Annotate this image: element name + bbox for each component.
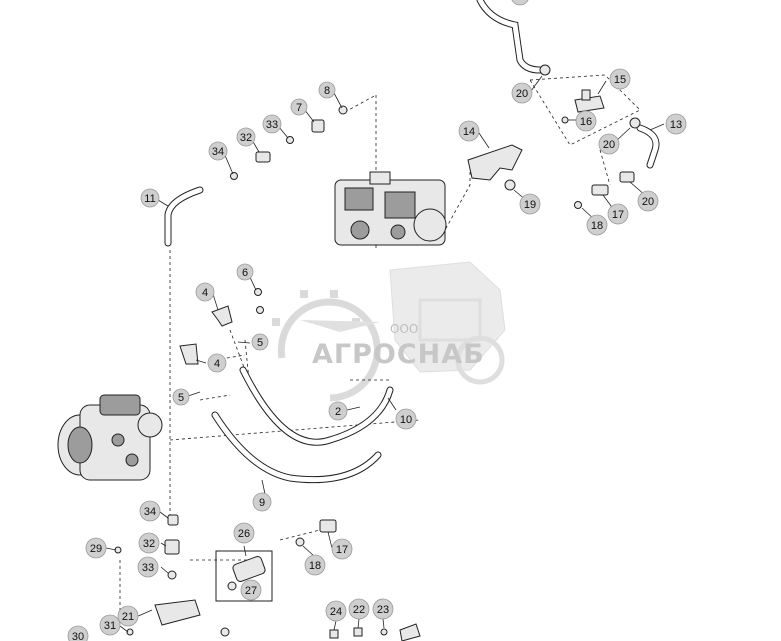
- svg-text:8: 8: [324, 85, 330, 97]
- callout-18-top: 18: [586, 214, 608, 236]
- callout-33-bottom: 33: [137, 556, 159, 578]
- svg-text:13: 13: [670, 119, 682, 131]
- callout-7: 7: [290, 98, 308, 116]
- callout-4-top: 4: [195, 282, 215, 302]
- callout-11: 11: [140, 188, 160, 208]
- hose-11: [164, 186, 204, 247]
- callout-4-bottom: 4: [207, 353, 227, 373]
- svg-text:16: 16: [580, 116, 592, 128]
- callout-10: 10: [395, 408, 417, 430]
- callout-19: 19: [519, 193, 541, 215]
- callout-17-bottom: 17: [331, 538, 353, 560]
- filter-box: [215, 550, 273, 602]
- svg-text:33: 33: [266, 119, 278, 131]
- callout-34-bottom: 34: [139, 500, 161, 522]
- svg-text:29: 29: [90, 543, 102, 555]
- svg-text:24: 24: [330, 606, 342, 618]
- callout-13: 13: [665, 113, 687, 135]
- tube-top: [476, 0, 544, 74]
- watermark-company-name: АГРОСНАБ: [312, 339, 485, 370]
- callout-33-top: 33: [262, 114, 282, 134]
- svg-text:32: 32: [240, 132, 252, 144]
- svg-text:11: 11: [144, 193, 155, 205]
- svg-text:18: 18: [591, 220, 603, 232]
- callout-23: 23: [372, 598, 394, 620]
- callout-20-bottom: 20: [637, 190, 659, 212]
- svg-text:5: 5: [257, 337, 263, 349]
- svg-text:33: 33: [142, 562, 154, 574]
- hydraulic-motor: [57, 394, 163, 481]
- hose-9: [211, 411, 382, 484]
- watermark-company-type: ООО: [390, 322, 418, 336]
- callouts: 1 8 7 33 32 34 11 6 4 5 4 5 2 10 9 15 20…: [67, 0, 687, 641]
- callout-29: 29: [85, 537, 107, 559]
- callout-22: 22: [348, 598, 370, 620]
- callout-2: 2: [328, 401, 348, 421]
- svg-text:1: 1: [517, 0, 523, 3]
- svg-text:6: 6: [242, 267, 248, 279]
- callout-16: 16: [575, 110, 597, 132]
- callout-30: 30: [67, 625, 89, 641]
- callout-21: 21: [117, 605, 139, 627]
- callout-5-right: 5: [251, 333, 269, 351]
- svg-text:20: 20: [642, 196, 654, 208]
- svg-text:30: 30: [72, 631, 84, 641]
- svg-text:4: 4: [214, 358, 220, 370]
- svg-text:10: 10: [400, 414, 412, 426]
- svg-text:26: 26: [238, 528, 250, 540]
- svg-text:14: 14: [463, 126, 475, 138]
- callout-8: 8: [318, 81, 336, 99]
- svg-text:17: 17: [612, 209, 624, 221]
- svg-text:5: 5: [178, 392, 184, 404]
- svg-text:17: 17: [336, 544, 348, 556]
- callout-24: 24: [325, 600, 347, 622]
- callout-31: 31: [99, 614, 121, 636]
- callout-32-bottom: 32: [138, 532, 160, 554]
- svg-text:27: 27: [245, 585, 257, 597]
- svg-text:15: 15: [614, 74, 626, 86]
- callout-20-top: 20: [511, 82, 533, 104]
- callout-1: 1: [511, 0, 529, 6]
- hydraulic-pump: [334, 171, 447, 246]
- callout-18-bottom: 18: [304, 554, 326, 576]
- callout-6: 6: [236, 263, 254, 281]
- callout-9: 9: [252, 492, 272, 512]
- callout-26: 26: [233, 522, 255, 544]
- svg-text:18: 18: [309, 560, 321, 572]
- svg-text:4: 4: [202, 287, 208, 299]
- svg-text:20: 20: [516, 88, 528, 100]
- svg-text:34: 34: [212, 146, 224, 158]
- svg-text:19: 19: [524, 199, 536, 211]
- hose-2: [239, 366, 394, 446]
- svg-text:7: 7: [296, 102, 302, 114]
- callout-32-top: 32: [236, 127, 256, 147]
- svg-text:34: 34: [144, 506, 156, 518]
- hose-13: [636, 124, 660, 169]
- callout-17-top: 17: [607, 203, 629, 225]
- callout-15: 15: [609, 68, 631, 90]
- callout-34-top: 34: [208, 141, 228, 161]
- svg-text:9: 9: [259, 497, 265, 509]
- callout-14: 14: [458, 120, 480, 142]
- svg-text:23: 23: [377, 604, 389, 616]
- svg-text:21: 21: [122, 611, 134, 623]
- callout-27: 27: [240, 579, 262, 601]
- callout-5-left: 5: [172, 388, 190, 406]
- fittings: [114, 64, 641, 641]
- svg-text:31: 31: [104, 620, 116, 632]
- svg-text:2: 2: [335, 406, 341, 418]
- watermark-logo: ООО АГРОСНАБ: [272, 261, 506, 402]
- callout-20-middle: 20: [598, 133, 620, 155]
- svg-text:32: 32: [143, 538, 155, 550]
- svg-text:22: 22: [353, 604, 365, 616]
- svg-text:20: 20: [603, 139, 615, 151]
